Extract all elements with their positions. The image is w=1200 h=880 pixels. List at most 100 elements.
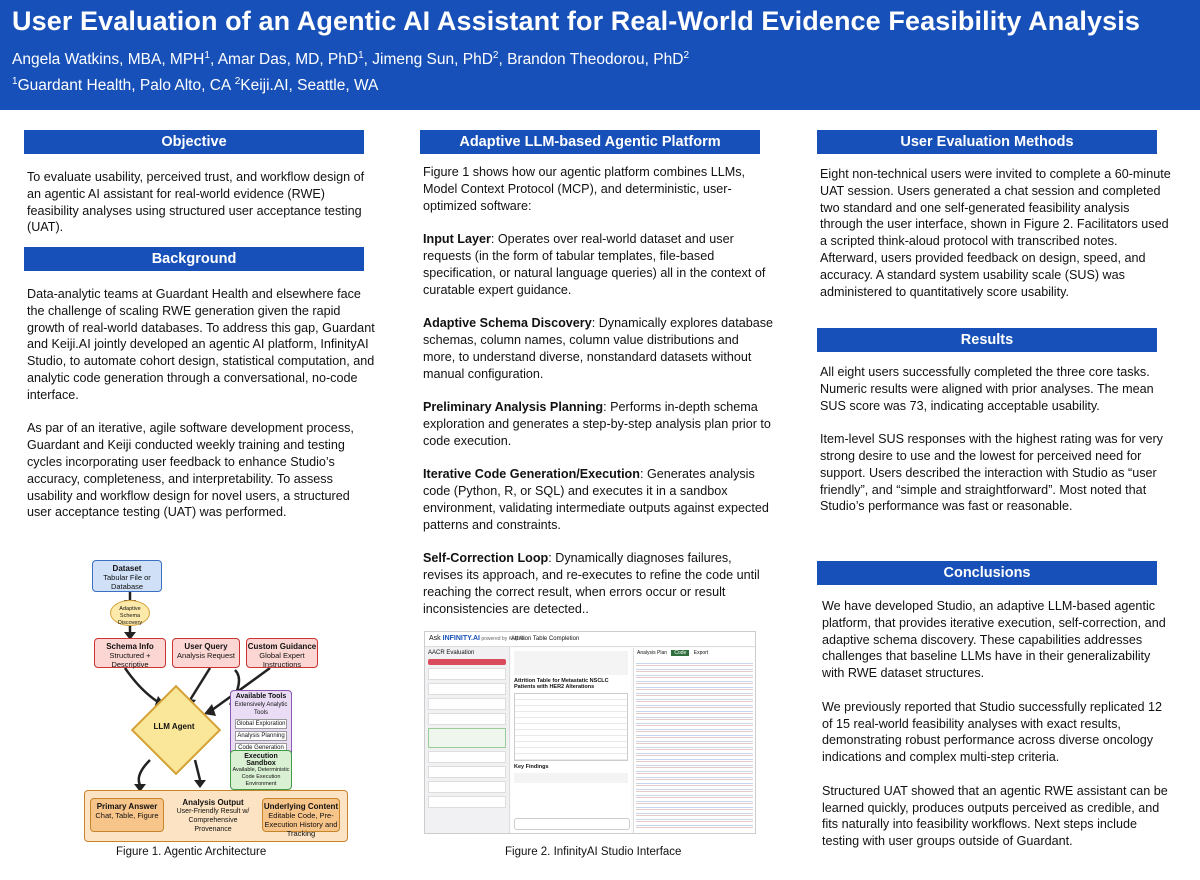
background-paragraph-1: Data-analytic teams at Guardant Health a… (27, 287, 375, 402)
schema-discovery-node: Adaptive Schema Discovery (110, 600, 150, 626)
underlying-content-title: Underlying Content (263, 802, 339, 811)
poster-title: User Evaluation of an Agentic AI Assista… (12, 6, 1140, 36)
objective-heading: Objective (24, 130, 364, 154)
session-item[interactable] (428, 683, 506, 695)
results-text: All eight users successfully completed t… (820, 364, 1172, 532)
custom-guidance-subtitle: Global Expert Instructions (259, 651, 305, 669)
author-name: Angela Watkins, MBA, MPH (12, 51, 205, 69)
affiliation-marker: 1 (358, 50, 364, 61)
available-tools-node: Available Tools Extensively Analytic Too… (230, 690, 292, 756)
session-item[interactable] (428, 766, 506, 778)
code-panel-tabs: Analysis Plan Code Export (634, 648, 755, 658)
self-correction-label: Self-Correction Loop (423, 551, 549, 566)
results-heading: Results (817, 328, 1157, 352)
tool-item: Analysis Planning (235, 731, 287, 741)
platform-intro: Figure 1 shows how our agentic platform … (423, 165, 745, 213)
schema-discovery-text: : Dynamically explores database schemas,… (423, 316, 774, 381)
schema-info-title: Schema Info (106, 642, 154, 651)
schema-discovery-label: Adaptive Schema Discovery (423, 316, 592, 331)
key-findings-label: Key Findings (514, 764, 549, 770)
conclusions-heading: Conclusions (817, 561, 1157, 585)
title-banner: User Evaluation of an Agentic AI Assista… (0, 0, 1200, 110)
affiliation-marker: 1 (204, 50, 210, 61)
session-item[interactable] (428, 796, 506, 808)
tool-item: Global Exploration (235, 719, 287, 729)
code-generation-label: Iterative Code Generation/Execution (423, 467, 640, 482)
session-item-active[interactable] (428, 728, 506, 748)
figure-1-architecture-diagram: Dataset Tabular File or Database Adaptiv… (80, 560, 350, 845)
app-ask-label: Ask (429, 635, 443, 642)
affiliation-marker: 2 (683, 50, 689, 61)
objective-text: To evaluate usability, perceived trust, … (27, 169, 377, 253)
key-findings-text (514, 773, 628, 783)
affiliation-2: Keiji.AI, Seattle, WA (240, 77, 379, 95)
platform-text: Figure 1 shows how our agentic platform … (423, 164, 773, 634)
input-layer-label: Input Layer (423, 232, 491, 247)
dataset-subtitle: Tabular File or Database (103, 573, 151, 591)
affiliation-marker: 2 (234, 76, 241, 87)
session-item[interactable] (428, 668, 506, 680)
session-item[interactable] (428, 698, 506, 710)
input-layer-text: : Operates over real-world dataset and u… (423, 232, 766, 297)
custom-guidance-title: Custom Guidance (247, 642, 317, 651)
platform-heading: Adaptive LLM-based Agentic Platform (420, 130, 760, 154)
dataset-title: Dataset (112, 564, 142, 573)
export-button[interactable]: Export (693, 650, 709, 656)
input-layer-paragraph: Input Layer: Operates over real-world da… (423, 231, 773, 298)
llm-agent-label: LLM Agent (153, 722, 195, 731)
chat-panel: Attrition Table for Metastatic NSCLC Pat… (511, 648, 631, 833)
primary-answer-title: Primary Answer (96, 802, 158, 811)
tab-code[interactable]: Code (671, 650, 690, 656)
affiliation-1: Guardant Health, Palo Alto, CA (17, 77, 235, 95)
conclusions-paragraph-3: Structured UAT showed that an agentic RW… (822, 783, 1168, 849)
author-name: , Brandon Theodorou, PhD (498, 51, 684, 69)
app-sidebar: AACR Evaluation (425, 647, 510, 833)
planning-label: Preliminary Analysis Planning (423, 400, 604, 415)
app-brand: INFINITY.AI (442, 635, 480, 642)
methods-paragraph: Eight non-technical users were invited t… (820, 167, 1171, 299)
schema-info-subtitle: Structured + Descriptive (109, 651, 151, 669)
app-main-tab: Attrition Table Completion (511, 636, 580, 642)
agent-response-block (514, 651, 628, 675)
sidebar-project-title: AACR Evaluation (428, 650, 475, 656)
app-header: Ask INFINITY.AI powered by Keiji AI Attr… (425, 632, 755, 647)
code-generation-text: : Generates analysis code (Python, R, or… (423, 467, 769, 532)
background-heading: Background (24, 247, 364, 271)
planning-text: : Performs in-depth schema exploration a… (423, 400, 771, 448)
conclusions-paragraph-1: We have developed Studio, an adaptive LL… (822, 599, 1166, 681)
new-session-button[interactable] (428, 659, 506, 665)
schema-info-node: Schema Info Structured + Descriptive (94, 638, 166, 669)
author-name: , Jimeng Sun, PhD (363, 51, 493, 69)
analysis-output-label: Analysis Output User-Friendly Result w/ … (170, 798, 256, 834)
primary-answer-node: Primary Answer Chat, Table, Figure (90, 798, 164, 832)
session-item[interactable] (428, 751, 506, 763)
conclusions-paragraph-2: We previously reported that Studio succe… (822, 699, 1162, 765)
code-editor[interactable] (636, 660, 753, 828)
figure-1-caption: Figure 1. Agentic Architecture (116, 846, 267, 858)
methods-heading: User Evaluation Methods (817, 130, 1157, 154)
table-title: Attrition Table for Metastatic NSCLC Pat… (514, 678, 609, 690)
figure-2-caption: Figure 2. InfinityAI Studio Interface (505, 846, 682, 858)
app-powered-by: powered by Keiji AI (479, 636, 524, 642)
background-paragraph-2: As par of an iterative, agile software d… (27, 421, 354, 520)
self-correction-text: : Dynamically diagnoses failures, revise… (423, 551, 760, 616)
primary-answer-subtitle: Chat, Table, Figure (95, 811, 159, 820)
methods-text: Eight non-technical users were invited t… (820, 166, 1172, 317)
code-panel: Analysis Plan Code Export (633, 648, 755, 833)
session-item[interactable] (428, 781, 506, 793)
execution-sandbox-node: Execution Sandbox Available, Determinist… (230, 750, 292, 790)
custom-guidance-node: Custom Guidance Global Expert Instructio… (246, 638, 318, 669)
affiliation-marker: 1 (12, 76, 18, 87)
self-correction-paragraph: Self-Correction Loop: Dynamically diagno… (423, 550, 773, 617)
attrition-table (514, 693, 628, 761)
execution-sandbox-subtitle: Available, Deterministic Code Execution … (232, 767, 290, 787)
session-item[interactable] (428, 713, 506, 725)
dataset-node: Dataset Tabular File or Database (92, 560, 162, 592)
available-tools-subtitle: Extensively Analytic Tools (234, 702, 288, 716)
execution-sandbox-title: Execution Sandbox (244, 753, 278, 767)
chat-input[interactable] (514, 818, 630, 830)
background-text: Data-analytic teams at Guardant Health a… (27, 286, 377, 538)
user-query-subtitle: Analysis Request (177, 651, 235, 660)
tab-analysis-plan[interactable]: Analysis Plan (637, 650, 668, 656)
underlying-content-subtitle: Editable Code, Pre-Execution History and… (264, 811, 338, 838)
